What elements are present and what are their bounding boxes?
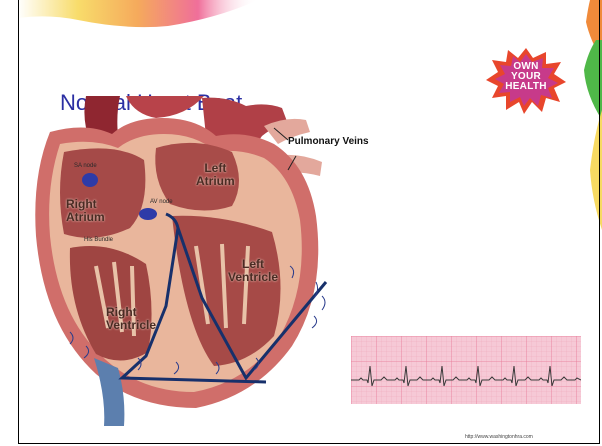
source-url: http://www.washingtonhra.com — [465, 434, 533, 440]
label-sa-node: SA node — [74, 163, 97, 169]
label-right-atrium: Right Atrium — [66, 198, 105, 224]
label-av-node: AV node — [150, 199, 173, 205]
label-left-atrium: Left Atrium — [196, 162, 235, 188]
logo-text: OWN YOUR HEALTH — [486, 62, 566, 92]
av-node-marker — [139, 208, 157, 220]
label-left-ventricle: Left Ventricle — [228, 258, 278, 284]
label-right-ventricle: Right Ventricle — [106, 306, 156, 332]
ecg-strip — [351, 336, 581, 404]
own-your-health-logo: OWN YOUR HEALTH — [486, 48, 566, 114]
label-pulmonary-veins: Pulmonary Veins — [288, 136, 369, 147]
label-his-bundle: His Bundle — [84, 237, 113, 243]
sa-node-marker — [82, 173, 98, 187]
logo-line-health: HEALTH — [486, 82, 566, 92]
